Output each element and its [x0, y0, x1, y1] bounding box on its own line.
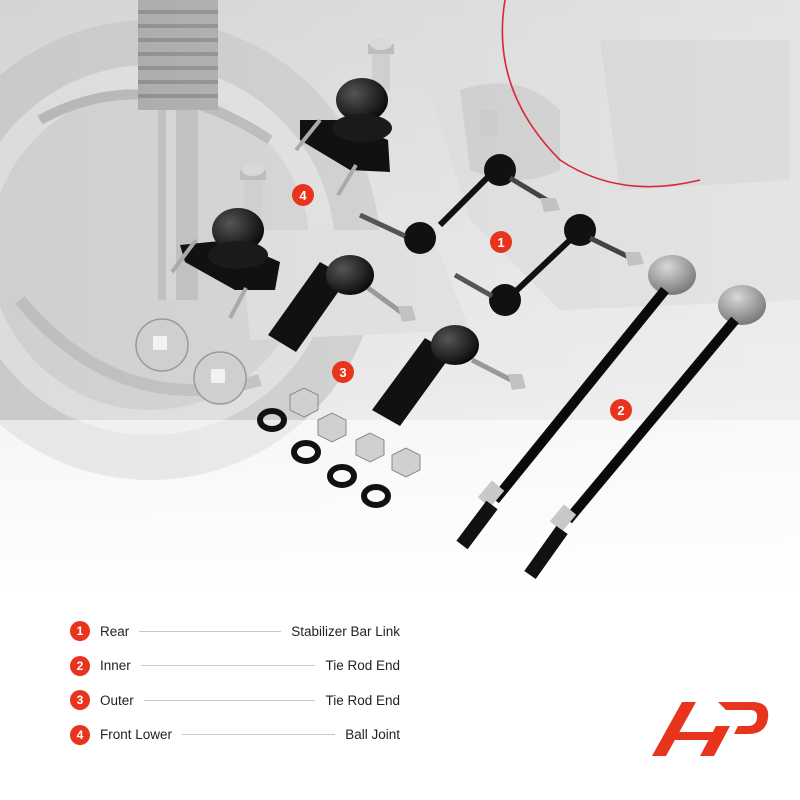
rubber-rings	[257, 408, 391, 508]
lock-washers	[135, 318, 247, 405]
legend-position: Front Lower	[100, 727, 173, 742]
legend-leader-line	[182, 734, 336, 735]
callout-badge-2: 2	[610, 399, 632, 421]
inner-tie-rod-2	[524, 285, 766, 580]
legend-position: Inner	[100, 658, 131, 673]
product-scene	[0, 0, 800, 600]
ball-joint-upper	[294, 38, 394, 197]
legend-part-name: Tie Rod End	[325, 658, 400, 673]
legend-part-name: Tie Rod End	[325, 692, 400, 708]
legend-leader-line	[140, 665, 316, 666]
legend-item: 4 Front Lower Ball Joint	[70, 724, 400, 746]
outer-tie-rod-end-lower	[372, 325, 526, 426]
legend-number: 2	[70, 655, 90, 676]
legend-part-name: Ball Joint	[345, 727, 400, 742]
legend-leader-line	[143, 699, 316, 701]
callout-number: 4	[292, 184, 314, 206]
callout-number: 3	[332, 361, 354, 383]
legend-item: 3 Outer Tie Rod End	[70, 689, 400, 711]
outer-tie-rod-end-upper	[268, 255, 416, 352]
legend-position: Outer	[100, 692, 134, 708]
a-premium-logo-icon	[652, 702, 769, 756]
legend-position: Rear	[100, 623, 130, 639]
parts-legend: 1 Rear Stabilizer Bar Link 2 Inner Tie R…	[70, 620, 400, 758]
callout-badge-3: 3	[332, 361, 354, 383]
legend-number: 4	[70, 724, 90, 745]
legend-item: 2 Inner Tie Rod End	[70, 655, 400, 677]
stabilizer-link-upper	[358, 154, 560, 254]
inner-tie-rod-1	[456, 255, 696, 550]
nuts	[289, 387, 421, 478]
legend-item: 1 Rear Stabilizer Bar Link	[70, 620, 400, 642]
ball-joint-lower	[170, 164, 280, 319]
callout-badge-4: 4	[292, 184, 314, 206]
legend-part-name: Stabilizer Bar Link	[291, 623, 400, 639]
legend-number: 3	[70, 690, 90, 710]
callout-number: 2	[610, 399, 632, 421]
callout-number: 1	[490, 231, 512, 253]
callout-badge-1: 1	[490, 231, 512, 253]
legend-number: 1	[70, 621, 90, 641]
stabilizer-link-lower	[453, 214, 644, 316]
legend-leader-line	[139, 630, 282, 632]
